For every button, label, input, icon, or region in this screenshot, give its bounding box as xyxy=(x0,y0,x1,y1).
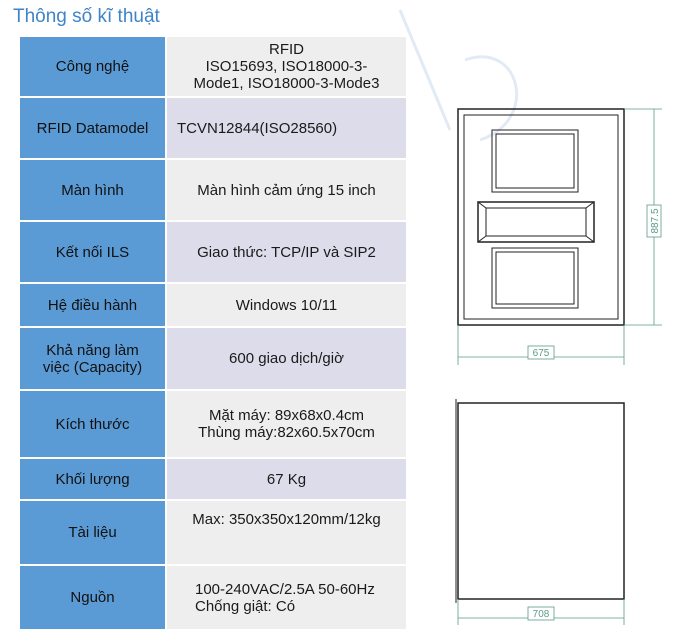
row-value: 600 giao dịch/giờ xyxy=(167,328,406,391)
front-height-label: 887.5 xyxy=(650,208,661,233)
value-line: Màn hình cảm ứng 15 inch xyxy=(197,181,376,199)
value-line: Max: 350x350x120mm/12kg xyxy=(192,511,381,528)
row-label: Công nghệ xyxy=(20,37,167,98)
row-value: 100-240VAC/2.5A 50-60Hz Chống giật: Có xyxy=(167,566,406,631)
spec-row-documents: Tài liệu Max: 350x350x120mm/12kg xyxy=(20,501,406,566)
row-value: Mặt máy: 89x68x0.4cm Thùng máy:82x60.5x7… xyxy=(167,391,406,459)
value-line: Chống giật: Có xyxy=(195,597,296,615)
row-label: Tài liệu xyxy=(20,501,167,566)
row-label: RFID Datamodel xyxy=(20,98,167,160)
row-value: Màn hình cảm ứng 15 inch xyxy=(167,160,406,222)
row-label: Khối lượng xyxy=(20,459,167,501)
side-width-dimension: 708 xyxy=(457,599,625,625)
spec-row-datamodel: RFID Datamodel TCVN12844(ISO28560) xyxy=(20,98,406,160)
value-line: RFID xyxy=(269,41,304,58)
row-value: Max: 350x350x120mm/12kg xyxy=(167,501,406,566)
value-line: Mặt máy: 89x68x0.4cm xyxy=(208,407,365,424)
row-value: Giao thức: TCP/IP và SIP2 xyxy=(167,222,406,284)
front-view xyxy=(457,108,625,326)
side-width-label: 708 xyxy=(533,609,550,620)
spec-row-ils: Kết nối ILS Giao thức: TCP/IP và SIP2 xyxy=(20,222,406,284)
value-line: 600 giao dịch/giờ xyxy=(229,350,344,367)
value-line: Thùng máy:82x60.5x70cm xyxy=(198,424,375,441)
value-line: Windows 10/11 xyxy=(235,296,338,314)
row-label: Kết nối ILS xyxy=(20,222,167,284)
row-value: Windows 10/11 xyxy=(167,284,406,328)
row-label: Màn hình xyxy=(20,160,167,222)
label-line: việc (Capacity) xyxy=(42,358,143,376)
row-label: Khả năng làm việc (Capacity) xyxy=(20,328,167,391)
spec-row-size: Kích thước Mặt máy: 89x68x0.4cm Thùng má… xyxy=(20,391,406,459)
spec-row-power: Nguồn 100-240VAC/2.5A 50-60Hz Chống giật… xyxy=(20,566,406,631)
technical-drawing: 887.5 675 708 xyxy=(455,108,662,625)
row-label: Nguồn xyxy=(20,566,167,631)
front-width-dimension: 675 xyxy=(457,325,625,365)
spec-table: Công nghệ RFID ISO15693, ISO18000-3- Mod… xyxy=(20,37,406,631)
spec-row-weight: Khối lượng 67 Kg xyxy=(20,459,406,501)
height-dimension: 887.5 xyxy=(624,108,662,326)
front-width-label: 675 xyxy=(533,348,550,359)
value-line: Mode1, ISO18000-3-Mode3 xyxy=(193,75,380,92)
label-line: Khả năng làm xyxy=(46,341,139,359)
spec-row-technology: Công nghệ RFID ISO15693, ISO18000-3- Mod… xyxy=(20,37,406,98)
spec-row-screen: Màn hình Màn hình cảm ứng 15 inch xyxy=(20,160,406,222)
page-title: Thông số kĩ thuật xyxy=(13,6,160,27)
row-value: 67 Kg xyxy=(167,459,406,501)
row-value: TCVN12844(ISO28560) xyxy=(167,98,406,160)
row-label: Kích thước xyxy=(20,391,167,459)
side-view xyxy=(455,399,625,603)
value-line: TCVN12844(ISO28560) xyxy=(177,119,338,137)
value-line: ISO15693, ISO18000-3- xyxy=(205,58,368,75)
spec-row-capacity: Khả năng làm việc (Capacity) 600 giao dị… xyxy=(20,328,406,391)
value-line: Giao thức: TCP/IP và SIP2 xyxy=(197,243,376,261)
row-label: Hệ điều hành xyxy=(20,284,167,328)
row-value: RFID ISO15693, ISO18000-3- Mode1, ISO180… xyxy=(167,37,406,98)
value-line: 67 Kg xyxy=(266,470,307,488)
spec-row-os: Hệ điều hành Windows 10/11 xyxy=(20,284,406,328)
value-line: 100-240VAC/2.5A 50-60Hz xyxy=(195,580,375,598)
